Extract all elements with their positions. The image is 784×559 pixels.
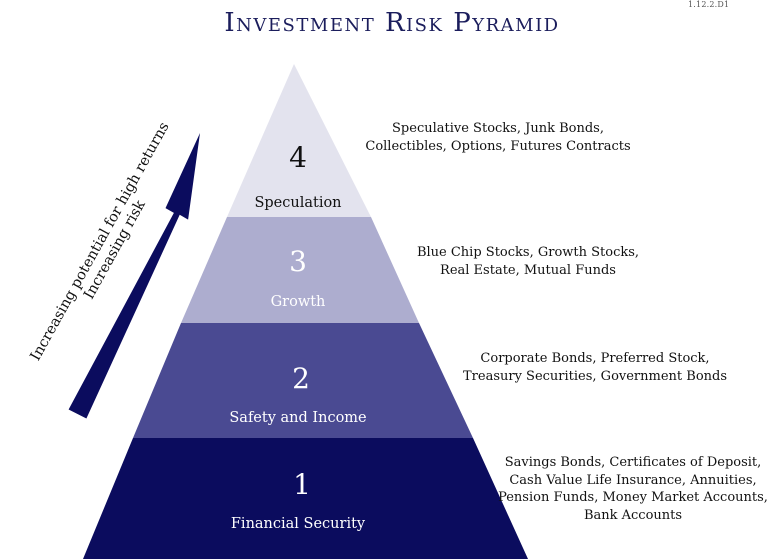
tier-1-examples-line: Savings Bonds, Certificates of Deposit, bbox=[504, 455, 762, 470]
tier-1-examples-line: Cash Value Life Insurance, Annuities, bbox=[509, 472, 757, 488]
tier-3-examples-line: Blue Chip Stocks, Growth Stocks, bbox=[416, 245, 640, 260]
tier-2-examples-line: Treasury Securities, Government Bonds bbox=[462, 368, 728, 384]
tier-2-examples-line: Corporate Bonds, Preferred Stock, bbox=[480, 351, 710, 366]
risk-arrow bbox=[68, 133, 200, 419]
document-code: 1.12.2.D1 bbox=[688, 0, 730, 9]
pyramid-tier-4 bbox=[227, 64, 371, 217]
page-title: Investment Risk Pyramid bbox=[224, 8, 560, 38]
tier-3-examples: Blue Chip Stocks, Growth Stocks, Real Es… bbox=[417, 244, 639, 279]
tier-1-examples-line: Pension Funds, Money Market Accounts, bbox=[498, 490, 768, 505]
tier-1-label: Financial Security bbox=[231, 516, 366, 532]
tier-4-examples-line: Speculative Stocks, Junk Bonds, bbox=[392, 121, 604, 136]
tier-4-examples-line: Collectibles, Options, Futures Contracts bbox=[365, 138, 631, 154]
tier-4-examples: Speculative Stocks, Junk Bonds, Collecti… bbox=[365, 120, 630, 155]
tier-3-label: Growth bbox=[271, 294, 326, 310]
tier-4-label: Speculation bbox=[254, 195, 341, 211]
tier-1-examples: Savings Bonds, Certificates of Deposit, … bbox=[498, 454, 768, 524]
pyramid-tier-2 bbox=[133, 323, 473, 438]
tier-2-label: Safety and Income bbox=[229, 410, 366, 426]
pyramid-tier-1 bbox=[83, 438, 528, 559]
tier-1-number: 1 bbox=[293, 468, 311, 501]
tier-2-examples: Corporate Bonds, Preferred Stock, Treasu… bbox=[463, 350, 727, 385]
pyramid-tier-3 bbox=[181, 217, 419, 323]
tier-3-examples-line: Real Estate, Mutual Funds bbox=[440, 262, 616, 278]
tier-4-number: 4 bbox=[289, 141, 307, 174]
tier-3-number: 3 bbox=[289, 245, 307, 278]
tier-2-number: 2 bbox=[292, 362, 310, 395]
tier-1-examples-line: Bank Accounts bbox=[583, 507, 683, 523]
